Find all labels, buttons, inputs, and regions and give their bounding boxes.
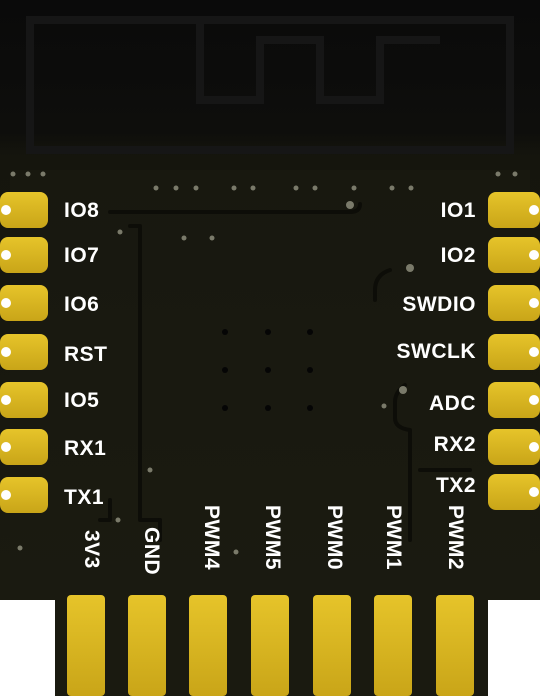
pad-hole [1,395,11,405]
pad-hole [1,347,11,357]
pin-label-pwm0: PWM0 [323,505,346,570]
pad-hole [529,250,539,260]
pad-adc [488,382,540,418]
pad-io1 [488,192,540,228]
right-pad-column [488,192,540,510]
pin-label-rst: RST [64,343,108,366]
pin-label-pwm4: PWM4 [200,505,223,570]
pad-hole [529,442,539,452]
pin-label-pwm1: PWM1 [382,505,405,570]
pad-pwm5 [251,595,289,696]
copper-region [10,170,530,590]
pad-3v3 [67,595,105,696]
left-pad-column [0,192,48,513]
pad-rst [0,334,48,370]
thermal-vias [222,329,313,411]
pin-label-tx1: TX1 [64,486,105,509]
pad-io7 [0,237,48,273]
pin-label-adc: ADC [429,392,476,415]
pad-rx2 [488,429,540,465]
pad-tx2 [488,474,540,510]
pin-label-pwm2: PWM2 [444,505,467,570]
pad-pwm0 [313,595,351,696]
pin-label-io7: IO7 [64,244,100,267]
pad-hole [1,250,11,260]
pad-rx1 [0,429,48,465]
pin-label-rx2: RX2 [433,433,476,456]
pin-label-io1: IO1 [440,199,476,222]
pad-io8 [0,192,48,228]
board-cutout-right [488,600,540,696]
antenna-area [26,16,514,154]
pin-label-swclk: SWCLK [396,340,476,363]
pin-label-rx1: RX1 [64,437,107,460]
pin-label-pwm5: PWM5 [261,505,284,570]
pad-hole [1,205,11,215]
pin-label-io8: IO8 [64,199,100,222]
pin-label-swdio: SWDIO [402,293,476,316]
pad-tx1 [0,477,48,513]
via-group [10,171,518,555]
pad-hole [1,298,11,308]
pad-hole [1,442,11,452]
bottom-pad-row [67,595,474,696]
pad-hole [529,487,539,497]
pad-io5 [0,382,48,418]
pin-label-gnd: GND [140,527,163,576]
pad-pwm4 [189,595,227,696]
trace-group [98,202,472,542]
pad-pwm2 [436,595,474,696]
pad-hole [529,395,539,405]
pad-swclk [488,334,540,370]
pad-hole [1,490,11,500]
pad-hole [529,205,539,215]
pad-io2 [488,237,540,273]
pin-label-3v3: 3V3 [80,530,103,569]
pin-label-tx2: TX2 [435,474,476,497]
pad-gnd [128,595,166,696]
pin-label-io5: IO5 [64,389,100,412]
board-cutout-left [0,600,55,696]
pad-hole [529,347,539,357]
pad-pwm1 [374,595,412,696]
pad-swdio [488,285,540,321]
pin-label-io2: IO2 [440,244,476,267]
pad-io6 [0,285,48,321]
pad-hole [529,298,539,308]
pin-label-io6: IO6 [64,293,100,316]
